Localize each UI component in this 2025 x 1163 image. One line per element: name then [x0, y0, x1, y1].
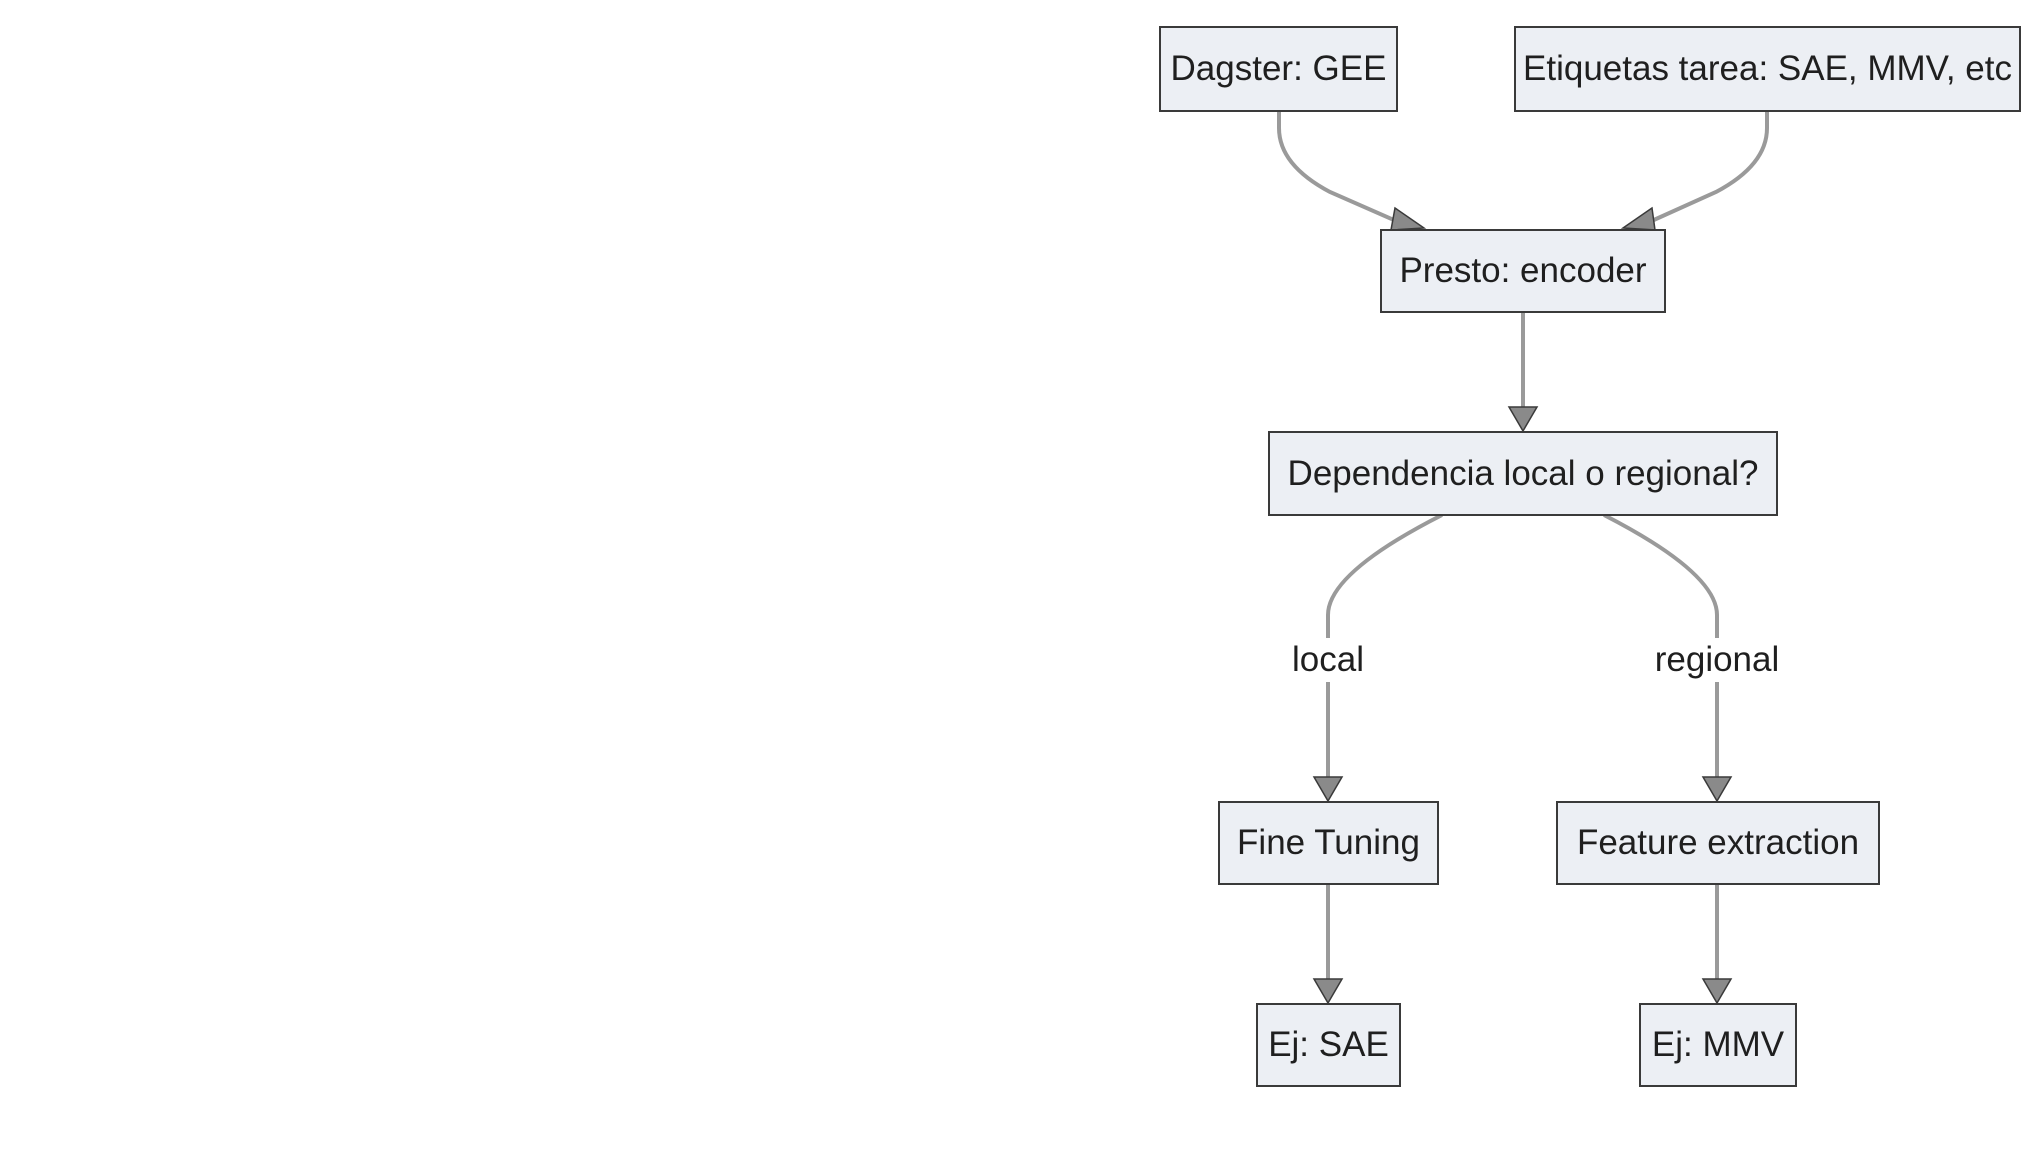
node-etiquetas: Etiquetas tarea: SAE, MMV, etc	[1514, 26, 2021, 112]
edge-dependencia-finetuning	[1326, 513, 1443, 782]
node-ej-sae: Ej: SAE	[1256, 1003, 1401, 1087]
node-presto: Presto: encoder	[1380, 229, 1666, 313]
node-ej-mmv: Ej: MMV	[1639, 1003, 1797, 1087]
arrowhead-dependencia	[1507, 406, 1539, 433]
edge-dagster-presto	[1277, 112, 1413, 230]
node-fine-tuning: Fine Tuning	[1218, 801, 1439, 885]
edge-dependencia-featureextraction	[1603, 513, 1719, 782]
node-dependencia: Dependencia local o regional?	[1268, 431, 1778, 516]
edge-label-regional: regional	[1652, 638, 1782, 682]
edge-label-local: local	[1290, 638, 1366, 682]
arrowhead-presto-left	[1390, 206, 1427, 231]
arrowhead-ejsae	[1312, 978, 1344, 1005]
arrowhead-featureextraction	[1701, 776, 1733, 803]
node-feature-extraction: Feature extraction	[1556, 801, 1880, 885]
arrowhead-ejmmv	[1701, 978, 1733, 1005]
edge-etiquetas-presto	[1635, 112, 1769, 230]
node-dagster: Dagster: GEE	[1159, 26, 1398, 112]
arrowhead-presto-right	[1620, 206, 1656, 231]
arrowhead-finetuning	[1312, 776, 1344, 803]
